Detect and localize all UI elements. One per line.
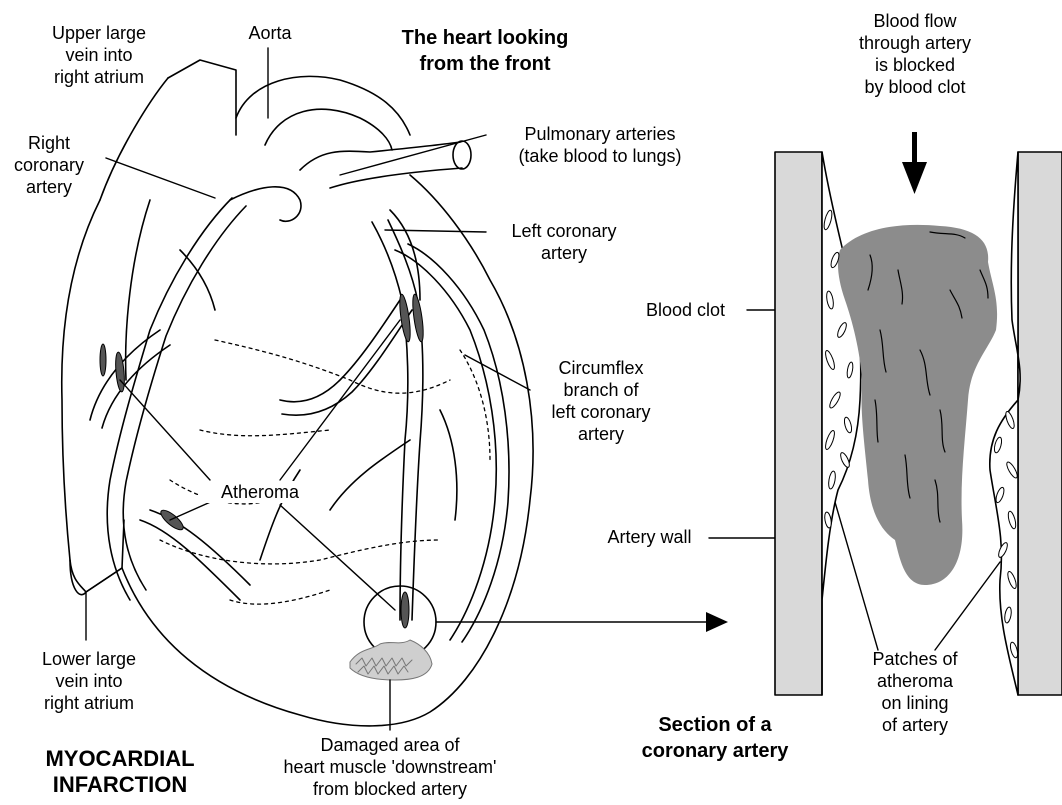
atheroma-patch	[114, 352, 125, 393]
label-front-title-line: from the front	[360, 51, 610, 77]
label-damaged-line: from blocked artery	[262, 778, 518, 800]
label-pulmonary-line: (take blood to lungs)	[480, 145, 720, 167]
label-patches-line: on lining	[850, 692, 980, 714]
atheroma-patch	[401, 592, 409, 628]
atheroma-patch	[411, 294, 426, 343]
label-pulmonary-line: Pulmonary arteries	[480, 123, 720, 145]
label-patches: Patches of atheroma on lining of artery	[850, 648, 980, 736]
label-blood-flow-line: Blood flow	[820, 10, 1010, 32]
label-lower-vein-line: Lower large	[14, 648, 164, 670]
flow-arrow	[902, 132, 927, 194]
label-patches-line: atheroma	[850, 670, 980, 692]
label-left-coronary-line: artery	[484, 242, 644, 264]
label-circumflex: Circumflex branch of left coronary arter…	[526, 357, 676, 445]
label-lower-vein: Lower large vein into right atrium	[14, 648, 164, 714]
artery-wall-left	[775, 152, 822, 695]
label-left-coronary-line: Left coronary	[484, 220, 644, 242]
label-blood-flow-line: is blocked	[820, 54, 1010, 76]
zoom-arrow	[436, 612, 728, 632]
label-lower-vein-line: right atrium	[14, 692, 164, 714]
artery-wall-right	[1018, 152, 1062, 695]
label-lower-vein-line: vein into	[14, 670, 164, 692]
damaged-muscle	[350, 640, 432, 680]
atheroma-lining-left	[822, 152, 861, 695]
label-section-title: Section of a coronary artery	[615, 712, 815, 764]
label-artery-wall: Artery wall	[592, 526, 707, 548]
label-front-title-line: The heart looking	[360, 25, 610, 51]
aorta-arch	[236, 76, 410, 135]
main-title: MYOCARDIAL INFARCTION	[20, 746, 220, 798]
label-right-coronary-line: artery	[4, 176, 94, 198]
label-damaged: Damaged area of heart muscle 'downstream…	[262, 734, 518, 800]
label-circumflex-line: artery	[526, 423, 676, 445]
right-coronary-vessel	[90, 198, 250, 600]
label-circumflex-line: Circumflex	[526, 357, 676, 379]
label-aorta: Aorta	[230, 22, 310, 44]
atheroma-patch	[100, 344, 106, 376]
atheroma-patch	[158, 507, 186, 533]
label-patches-line: Patches of	[850, 648, 980, 670]
label-upper-vein-line: vein into	[24, 44, 174, 66]
label-left-coronary: Left coronary artery	[484, 220, 644, 264]
heart-atheroma-patches	[100, 294, 425, 628]
label-blood-flow: Blood flow through artery is blocked by …	[820, 10, 1010, 98]
label-right-coronary-line: coronary	[4, 154, 94, 176]
label-section-title-line: Section of a	[615, 712, 815, 738]
posterior-vessels	[160, 340, 490, 604]
label-front-title: The heart looking from the front	[360, 25, 610, 77]
artery-section	[775, 152, 1062, 695]
main-title-line: INFARCTION	[20, 772, 220, 798]
label-upper-vein-line: right atrium	[24, 66, 174, 88]
main-title-line: MYOCARDIAL	[20, 746, 220, 772]
label-patches-line: of artery	[850, 714, 980, 736]
label-damaged-line: heart muscle 'downstream'	[262, 756, 518, 778]
label-blood-flow-line: by blood clot	[820, 76, 1010, 98]
pulmonary-opening	[453, 141, 471, 169]
label-upper-vein: Upper large vein into right atrium	[24, 22, 174, 88]
label-circumflex-line: branch of	[526, 379, 676, 401]
label-blood-flow-line: through artery	[820, 32, 1010, 54]
label-right-coronary: Right coronary artery	[4, 132, 94, 198]
label-damaged-line: Damaged area of	[262, 734, 518, 756]
label-upper-vein-line: Upper large	[24, 22, 174, 44]
label-right-coronary-line: Right	[4, 132, 94, 154]
upper-vein	[168, 60, 236, 135]
label-pulmonary: Pulmonary arteries (take blood to lungs)	[480, 123, 720, 167]
label-blood-clot: Blood clot	[628, 299, 743, 321]
label-section-title-line: coronary artery	[615, 738, 815, 764]
atheroma-patch	[398, 294, 413, 343]
label-atheroma: Atheroma	[200, 481, 320, 503]
left-coronary-vessel	[260, 220, 509, 642]
pulmonary-trunk	[300, 142, 460, 170]
blood-clot	[838, 225, 997, 585]
label-circumflex-line: left coronary	[526, 401, 676, 423]
